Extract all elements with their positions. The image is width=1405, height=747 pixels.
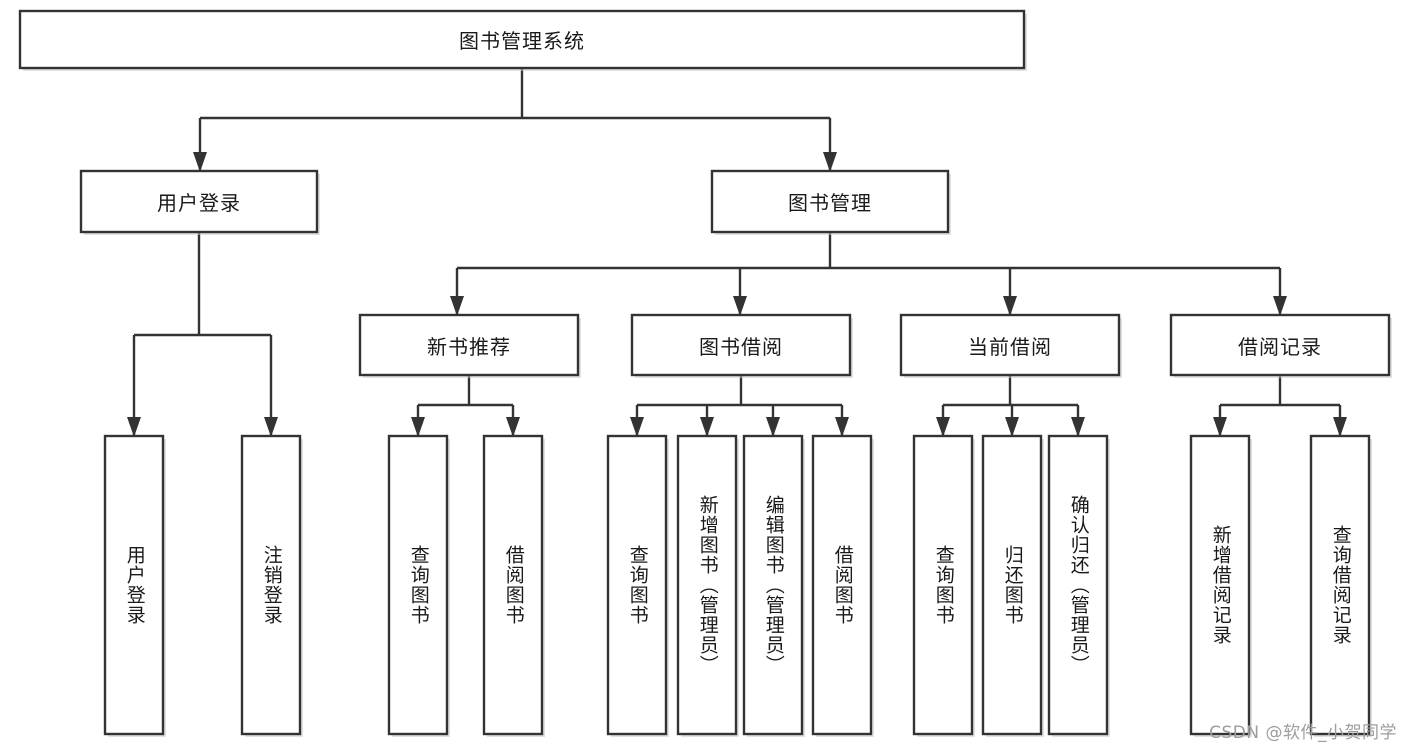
node-box-current-borrow <box>899 313 1121 377</box>
connector-arrow-icon <box>1003 296 1017 316</box>
connector-arrow-icon <box>411 417 425 437</box>
node-box-leaf-borrow-lend-book <box>811 434 873 736</box>
connector-lines <box>127 68 1347 437</box>
connector-arrow-icon <box>450 296 464 316</box>
node-box-leaf-rec-query-record <box>1309 434 1371 736</box>
connector-arrow-icon <box>506 417 520 437</box>
connector-arrow-icon <box>1213 417 1227 437</box>
node-box-root <box>18 9 1026 70</box>
node-box-user-login <box>79 169 319 234</box>
connector-arrow-icon <box>1333 417 1347 437</box>
node-box-leaf-cur-return-book <box>981 434 1043 736</box>
node-box-borrow-record <box>1169 313 1391 377</box>
node-box-leaf-borrow-add-book <box>676 434 738 736</box>
connector-arrow-icon <box>733 296 747 316</box>
node-box-leaf-rec-add-record <box>1189 434 1251 736</box>
node-boxes <box>18 9 1392 737</box>
connector-arrow-icon <box>1005 417 1019 437</box>
connector-arrow-icon <box>1273 296 1287 316</box>
connector-arrow-icon <box>264 417 278 437</box>
connector-arrow-icon <box>1071 417 1085 437</box>
watermark-text: CSDN @软件_小贺同学 <box>1209 723 1397 743</box>
node-box-book-borrow <box>630 313 852 377</box>
connector-arrow-icon <box>193 152 207 172</box>
node-box-leaf-cur-query-book <box>912 434 974 736</box>
connector-arrow-icon <box>823 152 837 172</box>
node-box-leaf-user-login <box>103 434 165 736</box>
connector-arrow-icon <box>766 417 780 437</box>
node-box-leaf-rec-borrow-book <box>482 434 544 736</box>
node-box-leaf-cur-confirm-return <box>1047 434 1109 736</box>
connector-arrow-icon <box>700 417 714 437</box>
node-box-leaf-borrow-edit-book <box>742 434 804 736</box>
connector-arrow-icon <box>835 417 849 437</box>
node-box-new-book-rec <box>358 313 580 377</box>
connector-arrow-icon <box>127 417 141 437</box>
connector-arrow-icon <box>630 417 644 437</box>
node-box-leaf-borrow-query-book <box>606 434 668 736</box>
connector-arrow-icon <box>936 417 950 437</box>
node-box-leaf-rec-query-book <box>387 434 449 736</box>
node-box-book-manage <box>710 169 950 234</box>
node-box-leaf-user-logout <box>240 434 302 736</box>
